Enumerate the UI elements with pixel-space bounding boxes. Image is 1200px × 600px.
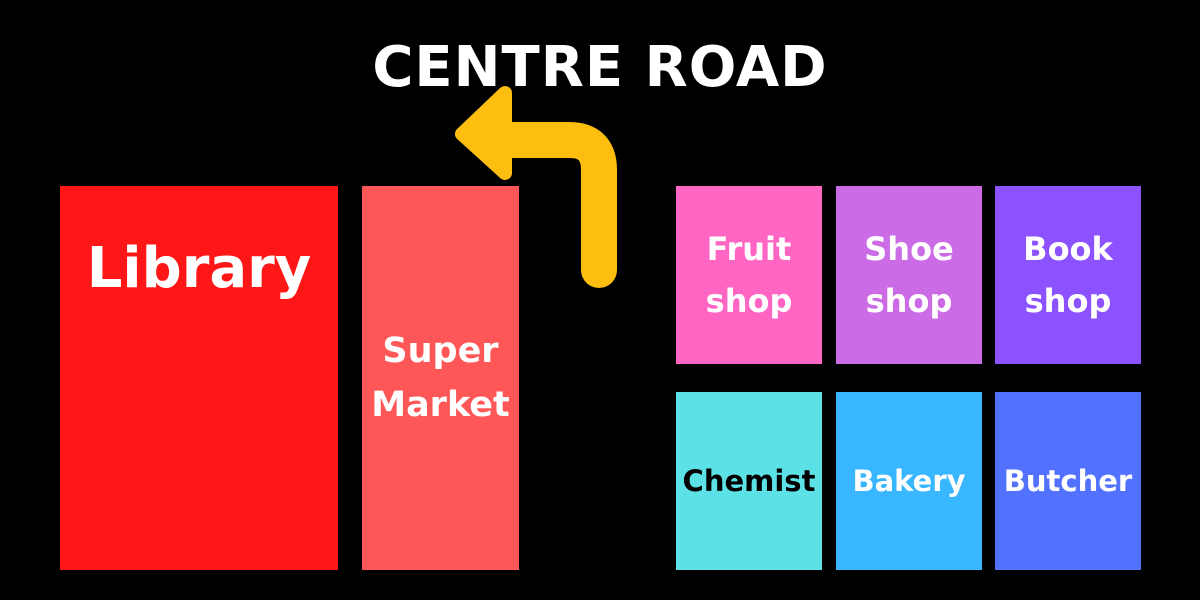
book-shop-block: Book shop	[995, 186, 1141, 364]
fruit-shop-label: Fruit shop	[705, 230, 793, 320]
shoe-shop-block: Shoe shop	[836, 186, 982, 364]
butcher-label: Butcher	[1003, 464, 1133, 498]
fruit-shop-block: Fruit shop	[676, 186, 822, 364]
bakery-block: Bakery	[836, 392, 982, 570]
butcher-block: Butcher	[995, 392, 1141, 570]
supermarket-block: Super Market	[362, 186, 519, 570]
road-title: CENTRE ROAD	[372, 35, 828, 100]
library-label: Library	[86, 236, 312, 301]
shoe-shop-label: Shoe shop	[864, 230, 954, 320]
bakery-label: Bakery	[852, 464, 966, 498]
library-block: Library	[60, 186, 338, 570]
chemist-label: Chemist	[682, 464, 816, 498]
supermarket-label: Super Market	[371, 331, 510, 425]
chemist-block: Chemist	[676, 392, 822, 570]
book-shop-label: Book shop	[1023, 230, 1113, 320]
